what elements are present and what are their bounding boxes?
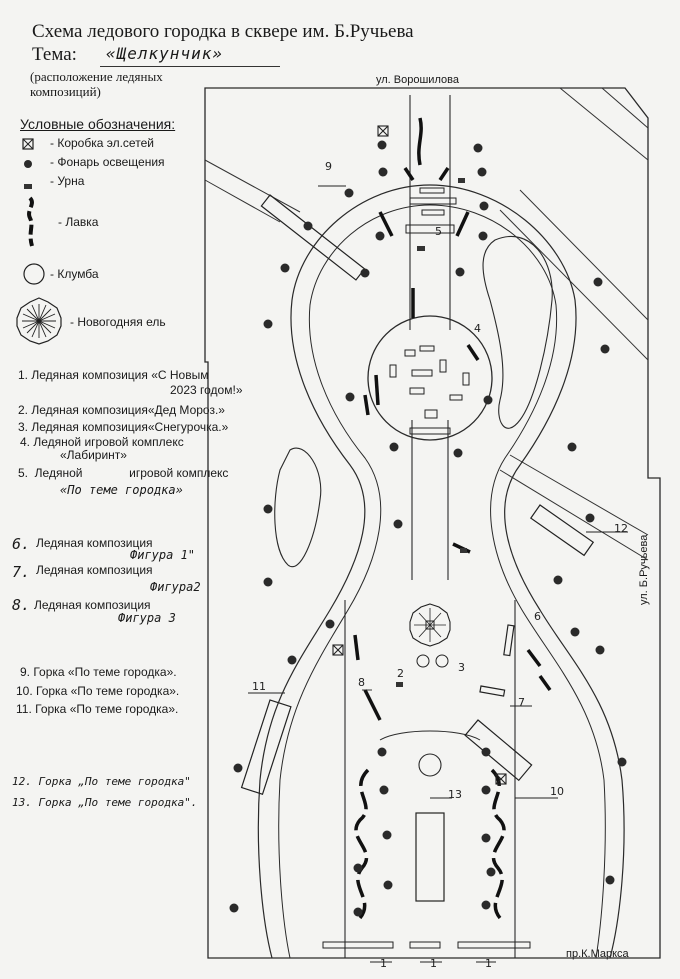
composition-7-handwritten: Фигура2	[150, 580, 201, 594]
map-number-10: 10	[550, 785, 564, 798]
map-number-12: 12	[614, 522, 628, 535]
map-number-1c: 1	[485, 957, 492, 970]
legend-label-christmas-tree: - Новогодняя ель	[70, 315, 166, 329]
electrical-boxes	[332, 125, 507, 785]
flowerbed-icon	[22, 262, 46, 286]
street-lamps	[229, 140, 627, 917]
trash-bin-icon	[24, 177, 33, 189]
subtitle-line-1: (расположение ледяных	[30, 69, 163, 84]
theme-underline	[100, 66, 280, 67]
map-number-labels: 1 1 1 2 3 4 5 6 7 8 9 10 11 12 13	[252, 160, 628, 970]
callout-lines	[248, 185, 628, 963]
composition-4-line-1: 4. Ледяной игровой комплекс	[20, 435, 184, 449]
map-number-6: 6	[534, 610, 541, 623]
legend-label-bench: - Лавка	[58, 215, 99, 229]
composition-6-handwritten: Фигура 1"	[130, 548, 196, 562]
slide-10: 10. Горка «По теме городка».	[16, 684, 180, 698]
composition-2-marker	[416, 654, 430, 668]
central-alley	[344, 95, 516, 958]
slide-11: 11. Горка «По теме городка».	[16, 702, 179, 716]
map-number-9: 9	[325, 160, 332, 173]
composition-7-number: 7.	[12, 563, 31, 581]
map-number-13: 13	[448, 788, 462, 801]
slide-13-handwritten: 13. Горка „По теме городка".	[12, 796, 198, 809]
bench-icon	[20, 196, 44, 248]
street-bottom-label: пр.К.Маркса	[566, 948, 629, 960]
legend-label-street-lamp: - Фонарь освещения	[50, 155, 165, 169]
composition-3-marker	[435, 654, 449, 668]
composition-7: Ледяная композиция	[36, 563, 153, 577]
park-boundary	[204, 87, 661, 959]
theme-label: Тема:	[32, 44, 77, 65]
benches	[353, 117, 552, 920]
composition-6-shape	[503, 624, 515, 657]
map-number-7: 7	[518, 696, 525, 709]
composition-1-line-2: 2023 годом!»	[170, 383, 243, 397]
legend-label-flowerbed: - Клумба	[50, 267, 99, 281]
map-number-8: 8	[358, 676, 365, 689]
slide-10-shape	[464, 719, 533, 782]
hourglass-inner	[278, 204, 606, 959]
slide-9: 9. Горка «По теме городка».	[20, 665, 177, 679]
map-number-1a: 1	[380, 957, 387, 970]
composition-8: Ледяная композиция	[34, 598, 151, 612]
composition-5-blocks	[405, 187, 457, 234]
composition-5-line-1: 5. Ледяной игровой комплекс	[18, 466, 229, 480]
east-flowerbed	[482, 235, 553, 429]
diagonal-path-nw	[204, 159, 301, 223]
street-top-label: ул. Ворошилова	[376, 74, 459, 86]
composition-6-number: 6.	[12, 535, 31, 553]
map-christmas-tree	[409, 603, 451, 647]
composition-1-blocks	[322, 941, 531, 949]
theme-value: «Щелкунчик»	[106, 44, 223, 63]
page-title: Схема ледового городка в сквере им. Б.Ру…	[32, 21, 414, 42]
map-number-4: 4	[474, 322, 481, 335]
street-lamp-icon	[23, 156, 33, 168]
slide-13-shape	[415, 812, 445, 902]
composition-1-line-1: 1. Ледяная композиция «С Новым	[18, 368, 209, 382]
legend-title: Условные обозначения:	[20, 116, 176, 132]
electrical-box-icon	[22, 137, 34, 150]
composition-8-number: 8.	[12, 596, 31, 614]
slide-12-handwritten: 12. Горка „По теме городка"	[12, 775, 191, 788]
diagonal-path-ne	[499, 87, 649, 361]
hourglass-outer	[257, 184, 625, 959]
bottom-flowerbed	[418, 753, 442, 777]
composition-6: Ледяная композиция	[36, 536, 153, 550]
slide-11-shape	[240, 699, 292, 796]
composition-8-handwritten: Фигура 3	[118, 611, 176, 625]
slide-12-shape	[529, 504, 595, 557]
map-number-3: 3	[458, 661, 465, 674]
slides	[240, 194, 595, 902]
map-number-2: 2	[397, 667, 404, 680]
west-flowerbed	[274, 447, 322, 568]
labyrinth-blocks	[389, 345, 470, 435]
legend-label-trash-bin: - Урна	[50, 174, 85, 188]
slide-9-shape	[260, 194, 366, 281]
composition-2: 2. Ледяная композиция«Дед Мороз.»	[18, 403, 225, 417]
composition-7-shape	[479, 685, 506, 697]
diagonal-path-e	[499, 454, 649, 561]
map-number-5: 5	[435, 225, 442, 238]
legend-label-electrical-box: - Коробка эл.сетей	[50, 136, 154, 150]
subtitle-line-2: композиций)	[30, 84, 101, 99]
composition-5-handwritten: «По теме городка»	[60, 483, 183, 497]
map-number-11: 11	[252, 680, 266, 693]
trash-bins	[396, 178, 467, 687]
composition-4-line-2: «Лабиринт»	[60, 448, 127, 462]
composition-3: 3. Ледяная композиция«Снегурочка.»	[18, 420, 229, 434]
bottom-plaza	[379, 730, 481, 741]
subtitle: (расположение ледяных композиций)	[30, 69, 163, 99]
central-circle	[367, 315, 493, 441]
map-number-1b: 1	[430, 957, 437, 970]
christmas-tree-icon	[14, 296, 64, 346]
